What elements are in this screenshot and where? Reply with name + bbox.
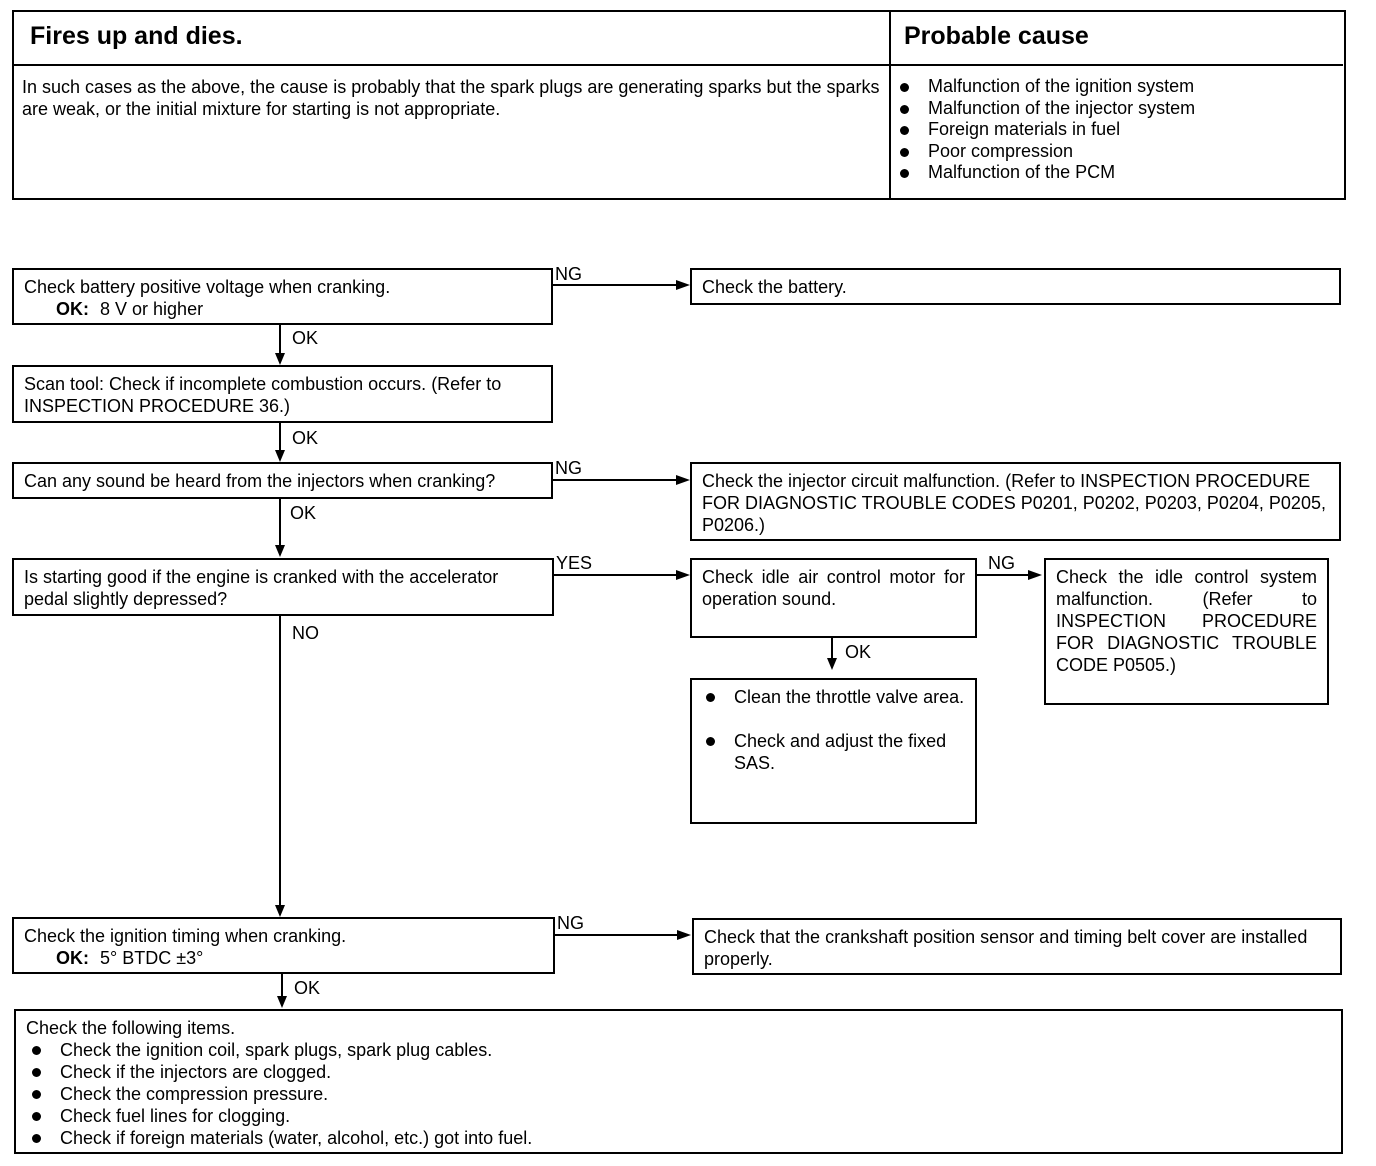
result-crankshaft-sensor: Check that the crankshaft position senso… [692, 918, 1342, 975]
final-check-item: Check if the injectors are clogged. [28, 1061, 1331, 1083]
final-check-item: Check the compression pressure. [28, 1083, 1331, 1105]
sas-item: Check and adjust the fixed SAS. [702, 730, 965, 774]
cause-item: Malfunction of the ignition system [896, 76, 1336, 98]
final-check-item: Check if foreign materials (water, alcoh… [28, 1127, 1331, 1149]
ok-spec-value: 8 V or higher [100, 299, 204, 319]
step-battery-text: Check battery positive voltage when cran… [24, 277, 391, 297]
final-check-item: Check fuel lines for clogging. [28, 1105, 1331, 1127]
final-checks-intro: Check the following items. [26, 1018, 236, 1038]
ng-label: NG [555, 458, 582, 478]
result-idle-air-control: Check idle air control motor for operati… [690, 558, 977, 638]
ok-label: OK [292, 328, 319, 348]
result-idle-control-system: Check the idle control system malfunctio… [1044, 558, 1329, 705]
probable-cause-title: Probable cause [904, 22, 1089, 50]
connector-line [279, 423, 281, 450]
ok-spec-label: OK: [56, 948, 89, 968]
result-injector-circuit: Check the injector circuit malfunction. … [690, 462, 1341, 541]
header-table: Fires up and dies. Probable cause In suc… [12, 10, 1346, 200]
connector-line [553, 284, 677, 286]
result-throttle-sas: Clean the throttle valve area. Check and… [690, 678, 977, 824]
cause-item: Malfunction of the injector system [896, 98, 1336, 120]
cause-item: Malfunction of the PCM [896, 162, 1336, 184]
ok-label: OK [292, 428, 319, 448]
header-divider-h [14, 64, 1343, 66]
ok-label: OK [845, 642, 872, 662]
arrow-down-icon [827, 658, 837, 670]
ng-label: NG [988, 553, 1015, 573]
step-accelerator-start-text: Is starting good if the engine is cranke… [24, 567, 499, 609]
connector-line [281, 974, 283, 996]
final-check-item: Check the ignition coil, spark plugs, sp… [28, 1039, 1331, 1061]
arrow-right-icon [676, 280, 690, 290]
ok-label: OK [290, 503, 317, 523]
ok-spec-label: OK: [56, 299, 89, 319]
connector-line [554, 574, 677, 576]
symptom-description: In such cases as the above, the cause is… [22, 77, 880, 119]
result-check-battery: Check the battery. [690, 268, 1341, 305]
yes-label: YES [556, 553, 593, 573]
step-injector-sound-text: Can any sound be heard from the injector… [24, 471, 496, 491]
step-ignition-timing-text: Check the ignition timing when cranking. [24, 926, 347, 946]
arrow-right-icon [677, 930, 691, 940]
arrow-right-icon [676, 570, 690, 580]
connector-line [279, 325, 281, 353]
cause-item: Foreign materials in fuel [896, 119, 1336, 141]
step-scan-tool-text: Scan tool: Check if incomplete combustio… [24, 374, 502, 416]
step-battery-ok-spec: OK: 8 V or higher [24, 298, 541, 320]
connector-line [279, 616, 281, 905]
step-ignition-ok-spec: OK: 5° BTDC ±3° [24, 947, 543, 969]
step-accelerator-start: Is starting good if the engine is cranke… [12, 558, 554, 616]
ng-label: NG [555, 264, 582, 284]
connector-line [977, 574, 1029, 576]
step-battery-voltage: Check battery positive voltage when cran… [12, 268, 553, 325]
result-injector-circuit-text: Check the injector circuit malfunction. … [702, 471, 1326, 535]
ok-label: OK [294, 978, 321, 998]
result-idle-control-system-text: Check the idle control system malfunctio… [1056, 567, 1317, 675]
arrow-down-icon [275, 545, 285, 557]
final-checks: Check the following items. Check the ign… [14, 1009, 1343, 1154]
arrow-down-icon [275, 905, 285, 917]
result-idle-air-control-text: Check idle air control motor for operati… [702, 567, 965, 609]
connector-line [831, 638, 833, 658]
page-title: Fires up and dies. [30, 22, 243, 50]
result-crankshaft-sensor-text: Check that the crankshaft position senso… [704, 927, 1308, 969]
no-label: NO [292, 623, 319, 643]
connector-line [553, 479, 677, 481]
connector-line [555, 934, 678, 936]
step-ignition-timing: Check the ignition timing when cranking.… [12, 917, 555, 974]
arrow-right-icon [1028, 570, 1042, 580]
arrow-down-icon [275, 450, 285, 462]
connector-line [279, 499, 281, 545]
throttle-item: Clean the throttle valve area. [702, 686, 965, 708]
ok-spec-value: 5° BTDC ±3° [100, 948, 204, 968]
step-injector-sound: Can any sound be heard from the injector… [12, 462, 553, 499]
arrow-down-icon [275, 353, 285, 365]
probable-cause-list: Malfunction of the ignition system Malfu… [896, 76, 1336, 184]
arrow-down-icon [277, 996, 287, 1008]
step-scan-tool: Scan tool: Check if incomplete combustio… [12, 365, 553, 423]
cause-item: Poor compression [896, 141, 1336, 163]
header-divider-v [889, 12, 891, 198]
result-check-battery-text: Check the battery. [702, 277, 847, 297]
ng-label: NG [557, 913, 584, 933]
arrow-right-icon [676, 475, 690, 485]
